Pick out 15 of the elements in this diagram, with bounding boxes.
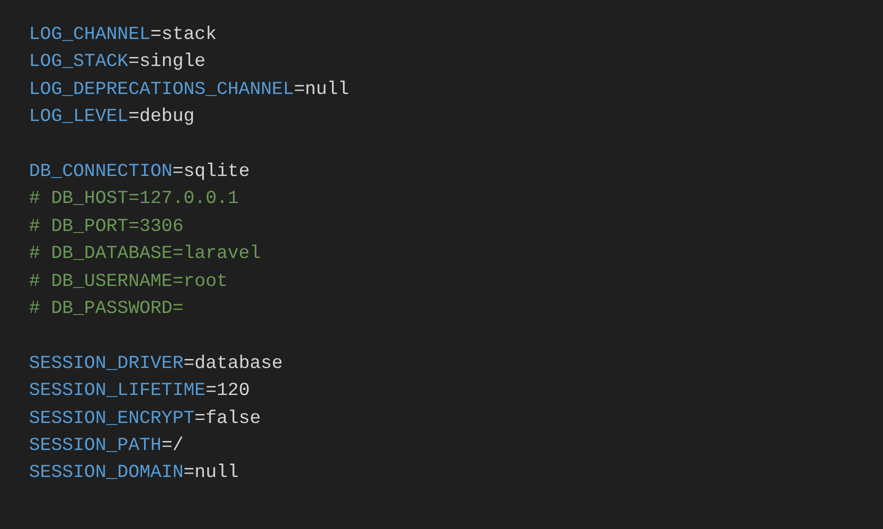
code-line: LOG_DEPRECATIONS_CHANNEL=null xyxy=(29,78,350,102)
code-line: SESSION_ENCRYPT=false xyxy=(29,406,261,431)
code-line: # DB_PORT=3306 xyxy=(29,214,184,239)
code-line: DB_CONNECTION=sqlite xyxy=(29,160,250,184)
code-line: LOG_CHANNEL=stack xyxy=(29,23,217,47)
code-line: LOG_STACK=single xyxy=(29,50,206,74)
code-line: LOG_LEVEL=debug xyxy=(29,105,195,130)
code-line: # DB_HOST=127.0.0.1 xyxy=(29,187,239,212)
code-line: SESSION_DRIVER=database xyxy=(29,352,283,376)
code-line: # DB_DATABASE=laravel xyxy=(29,242,261,266)
code-line: SESSION_DOMAIN=null xyxy=(29,461,239,486)
code-line: # DB_PASSWORD= xyxy=(29,297,184,321)
code-line: SESSION_PATH=/ xyxy=(29,434,184,458)
code-line: # DB_USERNAME=root xyxy=(29,270,228,294)
code-line: SESSION_LIFETIME=120 xyxy=(29,379,250,404)
